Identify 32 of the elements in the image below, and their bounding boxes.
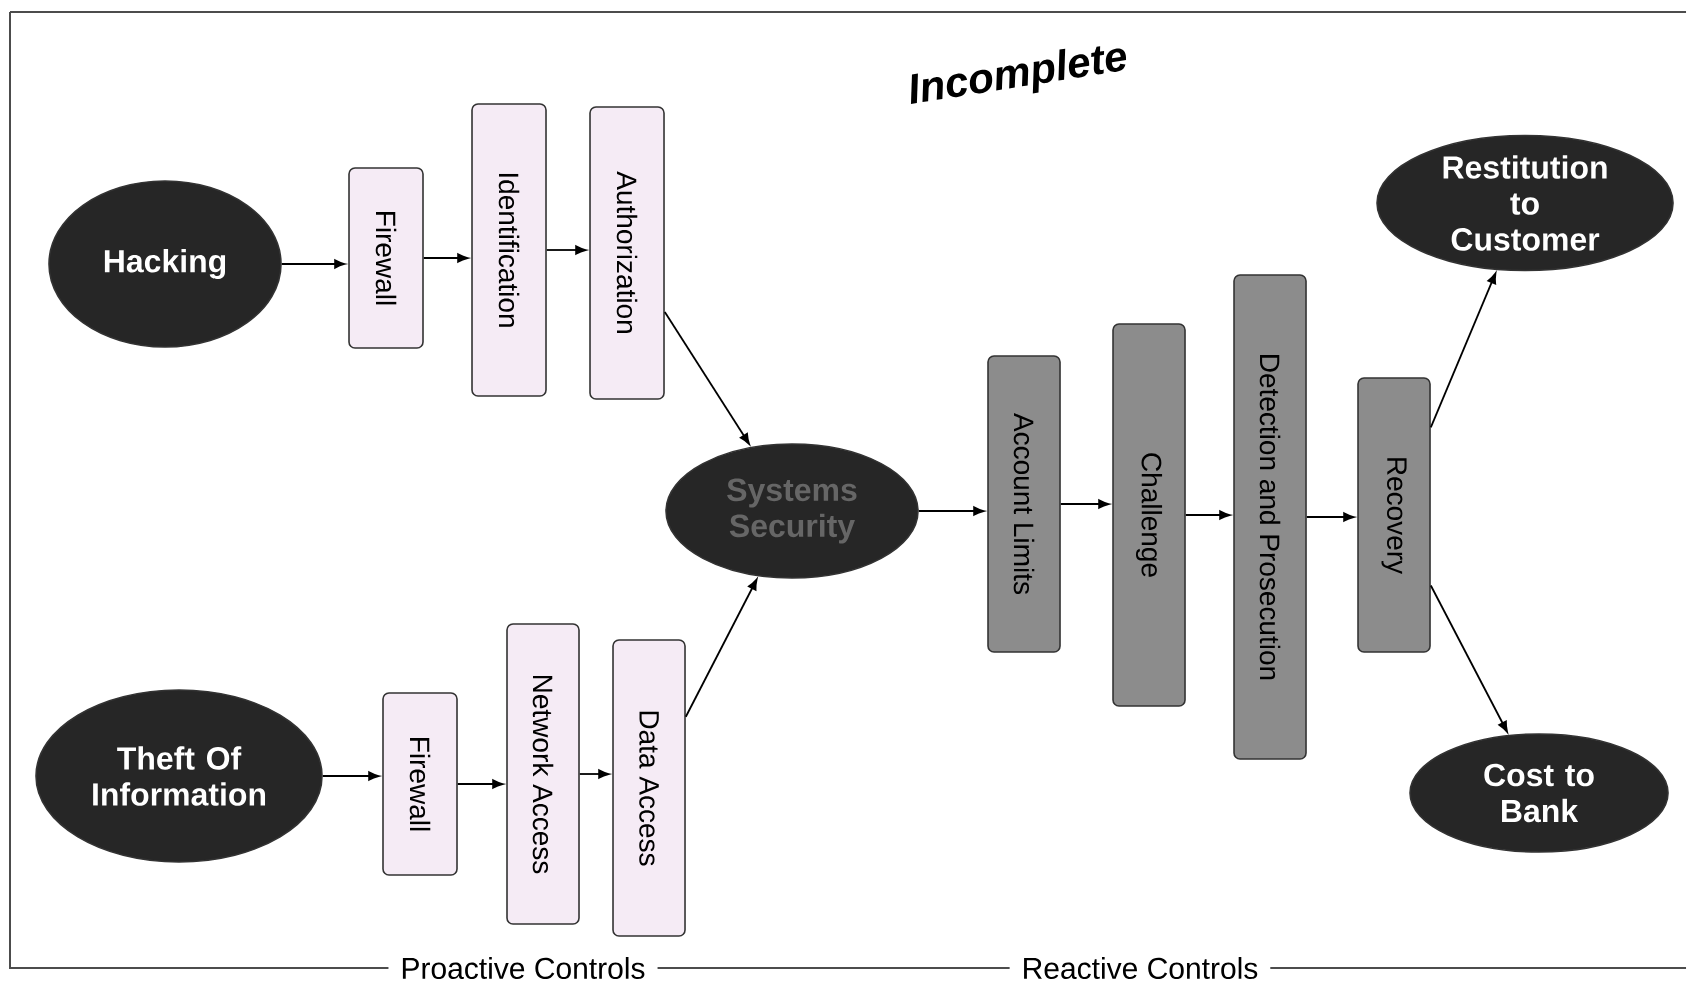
control-box: Recovery xyxy=(1357,377,1431,653)
arrow xyxy=(422,253,469,263)
control-box: Authorization xyxy=(589,106,665,400)
control-box: Detection and Prosecution xyxy=(1233,274,1307,760)
stamp-text: Incomplete xyxy=(891,25,1145,127)
arrow xyxy=(321,771,380,781)
arrow xyxy=(684,578,758,718)
arrow xyxy=(663,311,750,445)
oval-node: Cost to Bank xyxy=(1409,733,1669,853)
arrow xyxy=(917,506,985,516)
control-box: Network Access xyxy=(506,623,580,925)
arrow xyxy=(1429,584,1508,733)
oval-node: Restitution to Customer xyxy=(1376,134,1674,272)
oval-node: Theft Of Information xyxy=(35,689,323,863)
arrow xyxy=(1305,512,1355,522)
section-label: Reactive Controls xyxy=(1009,945,1271,985)
control-box: Firewall xyxy=(348,167,424,349)
arrow xyxy=(280,259,346,269)
arrow xyxy=(1429,272,1497,429)
arrow xyxy=(1184,510,1231,520)
section-label: Proactive Controls xyxy=(388,945,658,985)
arrow xyxy=(545,245,587,255)
oval-node: Hacking xyxy=(48,180,282,348)
control-box: Data Access xyxy=(612,639,686,937)
control-box: Challenge xyxy=(1112,323,1186,707)
arrow xyxy=(456,779,504,789)
arrow xyxy=(578,769,610,779)
arrow xyxy=(1059,499,1110,509)
control-box: Identification xyxy=(471,103,547,397)
control-box: Account Limits xyxy=(987,355,1061,653)
oval-node: Systems Security xyxy=(665,443,919,579)
control-box: Firewall xyxy=(382,692,458,876)
